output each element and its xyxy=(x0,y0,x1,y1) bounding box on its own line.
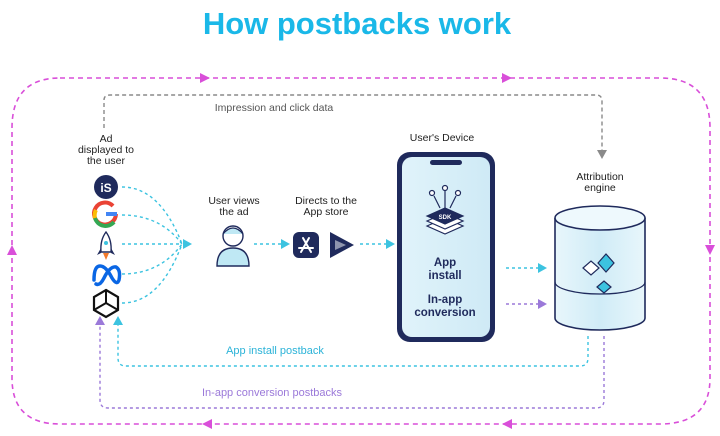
meta-icon xyxy=(92,264,122,287)
impression-label: Impression and click data xyxy=(215,102,334,114)
ad-label-line2: displayed to xyxy=(78,144,134,156)
store-to-device-arrow xyxy=(386,239,395,249)
install-to-engine-arrow xyxy=(538,263,547,273)
play-store-icon xyxy=(330,232,354,258)
conv-postback-line xyxy=(99,324,605,409)
fan-lines xyxy=(121,186,183,304)
install-postback-arrow xyxy=(113,316,123,325)
google-icon xyxy=(92,200,118,228)
outer-arrow-right xyxy=(705,245,715,255)
device-label: User's Device xyxy=(410,132,475,144)
outer-loop-line xyxy=(11,77,711,425)
install-postback-label: App install postback xyxy=(226,345,324,357)
install-label-line1: App xyxy=(434,257,456,269)
attr-label-line2: engine xyxy=(584,182,616,194)
attr-label-line1: Attribution xyxy=(576,171,623,183)
views-to-store-arrow xyxy=(281,239,290,249)
outer-arrow-bottom-right xyxy=(502,419,512,429)
impression-arrow xyxy=(597,150,607,159)
conv-postback-arrow xyxy=(95,316,105,325)
install-postback-line xyxy=(117,324,589,367)
install-label-line2: install xyxy=(428,270,461,282)
svg-text:SDK: SDK xyxy=(439,215,452,221)
outer-arrow-bottom-left xyxy=(202,419,212,429)
outer-arrow-top-right xyxy=(502,73,512,83)
diagram-title: How postbacks work xyxy=(203,6,512,41)
sdk-icon: SDK xyxy=(425,184,465,235)
unity-icon xyxy=(92,288,120,319)
directs-label-line1: Directs to the xyxy=(295,195,357,207)
impression-line xyxy=(103,94,603,152)
ad-label-line3: the user xyxy=(87,155,125,167)
outer-arrow-top-left xyxy=(200,73,210,83)
svg-text:iS: iS xyxy=(100,181,111,195)
conv-label-line2: conversion xyxy=(414,307,475,319)
views-label-line2: the ad xyxy=(219,206,248,218)
phone-device xyxy=(397,152,495,342)
directs-label-line2: App store xyxy=(304,206,349,218)
attribution-database-icon xyxy=(554,205,646,331)
conv-postback-label: In-app conversion postbacks xyxy=(202,387,343,399)
views-label-line1: User views xyxy=(208,195,259,207)
ironsource-icon: iS xyxy=(94,175,118,199)
conv-label-line1: In-app xyxy=(428,294,463,306)
ad-label-line1: Ad xyxy=(100,133,113,145)
outer-arrow-left xyxy=(7,245,17,255)
conv-to-engine-arrow xyxy=(538,299,547,309)
rocket-icon xyxy=(97,230,115,260)
user-icon xyxy=(216,225,250,267)
app-store-icon xyxy=(293,232,319,258)
fan-arrow xyxy=(183,239,192,249)
